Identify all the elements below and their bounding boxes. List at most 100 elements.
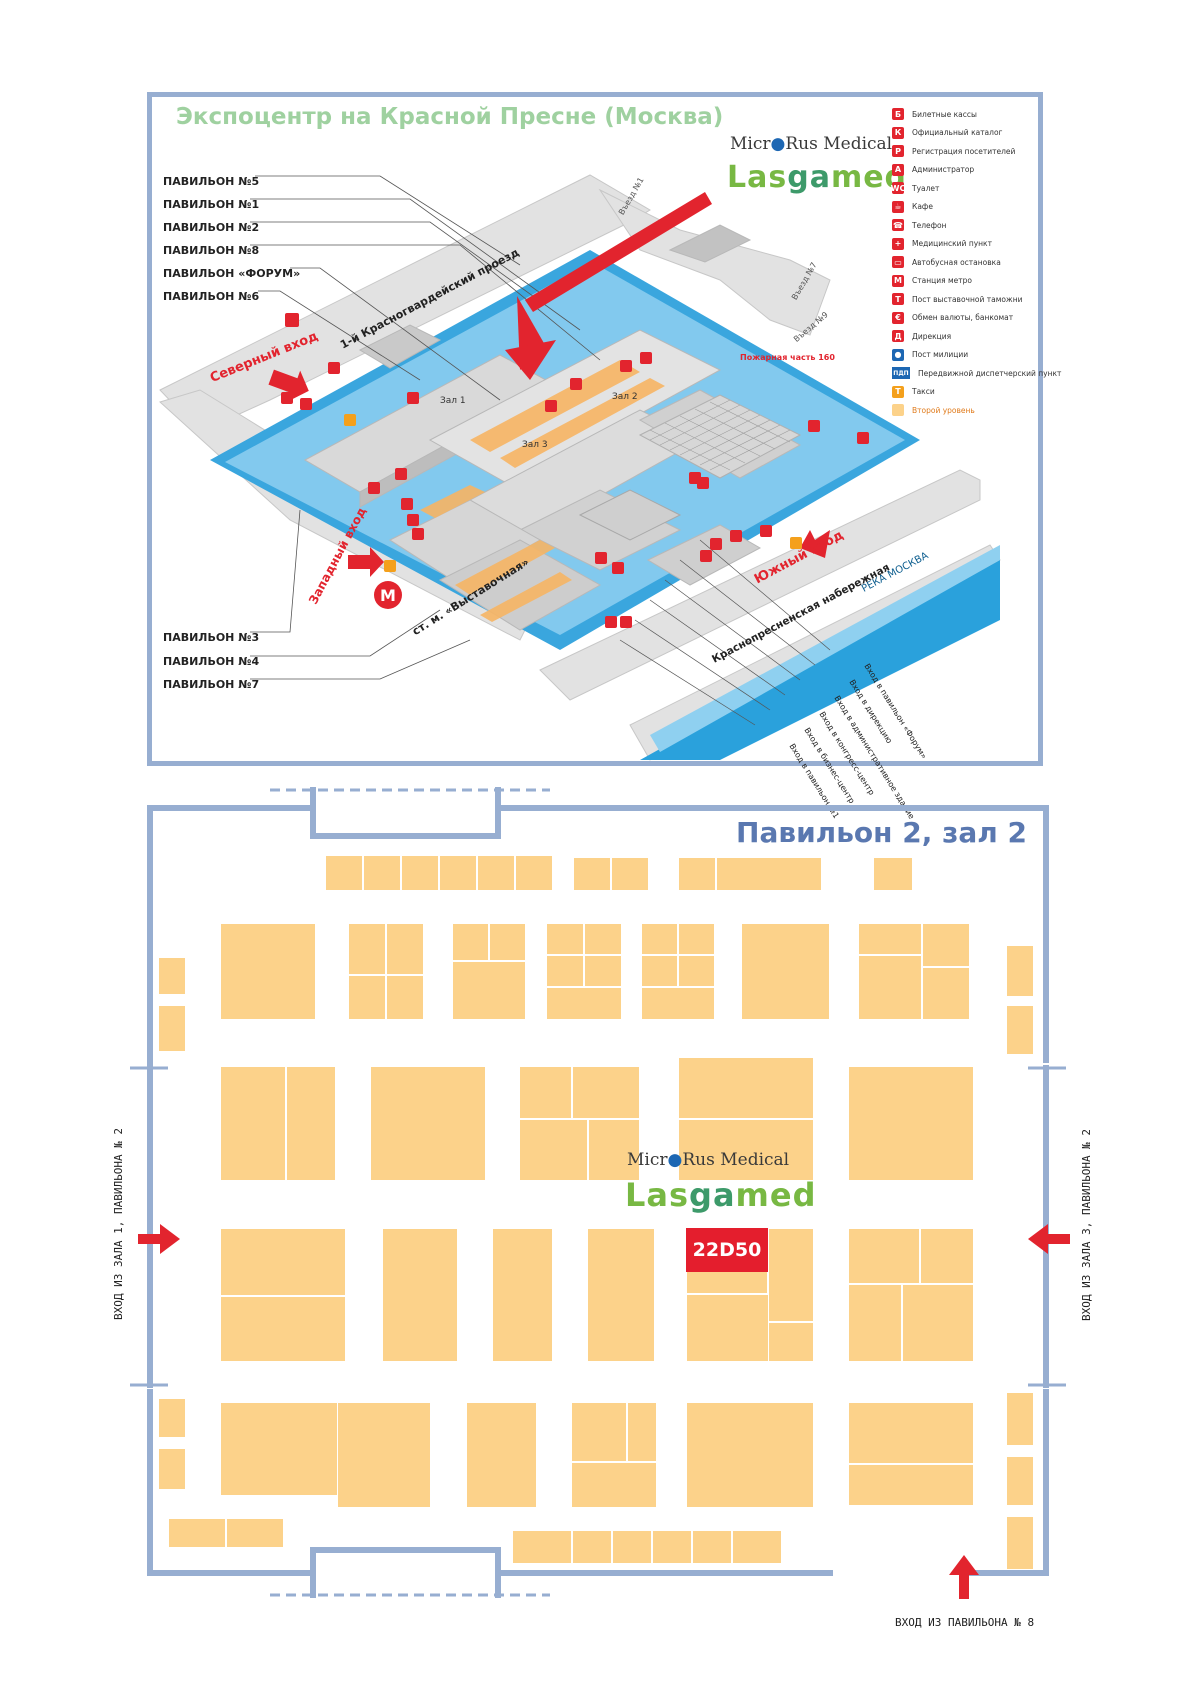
booth[interactable]	[732, 1530, 782, 1564]
booth[interactable]	[158, 957, 186, 995]
booth[interactable]	[158, 1448, 186, 1490]
booth[interactable]	[512, 1530, 572, 1564]
booth[interactable]	[678, 857, 716, 891]
booth[interactable]	[922, 967, 970, 1020]
booth[interactable]	[466, 1402, 537, 1508]
booth[interactable]	[652, 1530, 692, 1564]
lasgamed-part-3: med	[735, 1176, 817, 1214]
booth[interactable]	[641, 923, 678, 955]
booth[interactable]	[158, 1005, 186, 1052]
hall-title: Павильон 2, зал 2	[736, 816, 1027, 849]
north-entrance-arrow	[268, 369, 309, 401]
booth[interactable]	[286, 1066, 336, 1181]
booth[interactable]	[922, 923, 970, 967]
booth[interactable]	[902, 1284, 974, 1362]
booth[interactable]	[363, 855, 401, 891]
metro-letter: M	[380, 586, 396, 605]
booth[interactable]	[678, 955, 715, 987]
booth[interactable]	[519, 1119, 588, 1181]
booth[interactable]	[572, 1066, 640, 1119]
booth[interactable]	[641, 955, 678, 987]
booth[interactable]	[612, 1530, 652, 1564]
booth[interactable]	[1006, 1456, 1034, 1506]
booth[interactable]	[716, 857, 822, 891]
booth[interactable]	[220, 1296, 346, 1362]
booth[interactable]	[386, 975, 424, 1020]
booth[interactable]	[768, 1322, 814, 1362]
booth[interactable]	[686, 1294, 772, 1362]
booth[interactable]	[571, 1402, 627, 1462]
booth[interactable]	[848, 1284, 902, 1362]
booth[interactable]	[572, 1530, 612, 1564]
booth[interactable]	[348, 975, 386, 1020]
booth[interactable]	[226, 1518, 284, 1548]
booth[interactable]	[858, 955, 922, 1020]
booth[interactable]	[1006, 1005, 1034, 1055]
booth[interactable]	[158, 1398, 186, 1438]
left-entry-arrow-icon	[138, 1224, 180, 1254]
booth[interactable]	[1006, 945, 1034, 997]
booth[interactable]	[546, 955, 584, 987]
booth[interactable]	[584, 955, 622, 987]
booth[interactable]	[573, 857, 611, 891]
booth[interactable]	[873, 857, 913, 891]
booth[interactable]	[519, 1066, 572, 1119]
booth[interactable]	[627, 1402, 657, 1462]
booth[interactable]	[337, 1402, 431, 1508]
legend-item: ●Пост милиции	[892, 346, 1038, 365]
booth[interactable]	[641, 987, 715, 1020]
booth[interactable]	[492, 1228, 553, 1362]
booth[interactable]	[168, 1518, 226, 1548]
booth[interactable]	[692, 1530, 732, 1564]
legend-label: Автобусная остановка	[912, 257, 1001, 267]
booth[interactable]	[920, 1228, 974, 1284]
booth[interactable]	[452, 961, 526, 1020]
booth[interactable]	[678, 1057, 814, 1119]
booth[interactable]	[382, 1228, 458, 1362]
booth[interactable]	[348, 923, 386, 975]
booth[interactable]	[386, 923, 424, 975]
site-map-title: Экспоцентр на Красной Пресне (Москва)	[176, 104, 724, 130]
booth[interactable]	[611, 857, 649, 891]
brand-micro-right: Rus Medical	[682, 1150, 790, 1170]
pavilion-label: ПАВИЛЬОН №6	[163, 290, 260, 303]
legend-label: Пост выставочной таможни	[912, 294, 1023, 304]
booth[interactable]	[686, 1402, 814, 1508]
booth[interactable]	[546, 923, 584, 955]
booth[interactable]	[858, 923, 922, 955]
booth[interactable]	[588, 1119, 640, 1181]
booth[interactable]	[848, 1066, 974, 1181]
booth[interactable]	[678, 1119, 814, 1181]
booth[interactable]	[489, 923, 526, 961]
booth[interactable]	[848, 1402, 974, 1464]
booth[interactable]	[768, 1228, 814, 1322]
booth[interactable]	[220, 1402, 346, 1496]
booth[interactable]	[1006, 1516, 1034, 1570]
booth[interactable]	[1006, 1392, 1034, 1446]
booth[interactable]	[571, 1462, 657, 1508]
booth[interactable]	[848, 1228, 920, 1284]
booth[interactable]	[515, 855, 553, 891]
lasgamed-part-2: ga	[689, 1176, 736, 1214]
booth[interactable]	[584, 923, 622, 955]
legend-icon: +	[892, 237, 904, 250]
booth[interactable]	[325, 855, 363, 891]
booth[interactable]	[401, 855, 439, 891]
booth[interactable]	[220, 923, 316, 1020]
booth[interactable]	[546, 987, 622, 1020]
booth[interactable]	[220, 1066, 286, 1181]
exhibitor-stand[interactable]: 22D50	[686, 1228, 768, 1272]
booth[interactable]	[477, 855, 515, 891]
booth[interactable]	[587, 1228, 655, 1362]
booth[interactable]	[370, 1066, 486, 1181]
booth[interactable]	[439, 855, 477, 891]
booth[interactable]	[452, 923, 489, 961]
booth[interactable]	[848, 1464, 974, 1506]
booth[interactable]	[741, 923, 830, 1020]
booth[interactable]	[220, 1228, 346, 1296]
booth[interactable]	[678, 923, 715, 955]
